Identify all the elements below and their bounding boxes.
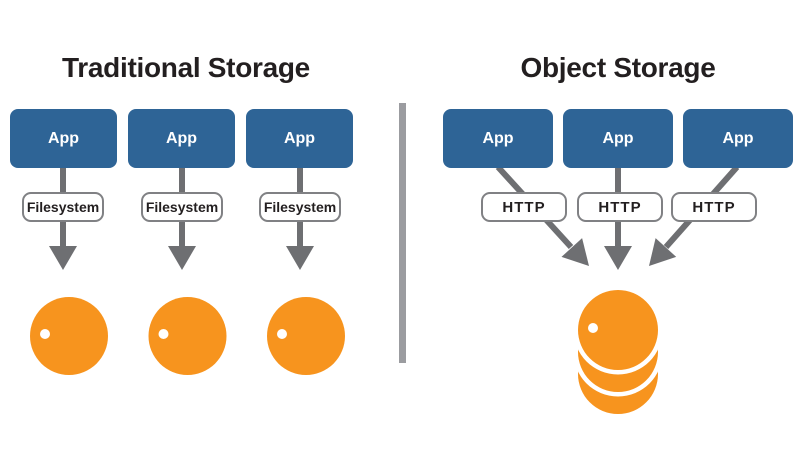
app-box: App bbox=[683, 109, 793, 168]
arrowhead-icon bbox=[286, 246, 314, 270]
disk-icon bbox=[267, 297, 345, 375]
arrowhead-icon bbox=[604, 246, 632, 270]
disk-icon bbox=[30, 297, 108, 375]
app-box: App bbox=[443, 109, 553, 168]
filesystem-label-box: Filesystem bbox=[141, 192, 223, 222]
arrowhead-icon bbox=[561, 238, 589, 266]
disk-highlight-dot bbox=[277, 329, 287, 339]
http-label-box: HTTP bbox=[671, 192, 757, 222]
http-label-box: HTTP bbox=[481, 192, 567, 222]
disk-highlight-dot bbox=[40, 329, 50, 339]
traditional-storage-title: Traditional Storage bbox=[62, 52, 310, 83]
arrowhead-icon bbox=[649, 238, 677, 266]
app-box: App bbox=[246, 109, 353, 168]
arrowhead-icon bbox=[49, 246, 77, 270]
filesystem-label-box: Filesystem bbox=[22, 192, 104, 222]
disk-icon bbox=[148, 297, 227, 375]
disk-highlight-dot bbox=[158, 329, 169, 339]
http-label-box: HTTP bbox=[577, 192, 663, 222]
app-box: App bbox=[128, 109, 235, 168]
disk-highlight-dot bbox=[588, 323, 598, 333]
object-storage-title: Object Storage bbox=[520, 52, 716, 83]
app-box: App bbox=[10, 109, 117, 168]
arrowhead-icon bbox=[168, 246, 196, 270]
object-store-stack-icon bbox=[573, 285, 663, 414]
divider-line bbox=[399, 103, 406, 363]
app-box: App bbox=[563, 109, 673, 168]
filesystem-label-box: Filesystem bbox=[259, 192, 341, 222]
